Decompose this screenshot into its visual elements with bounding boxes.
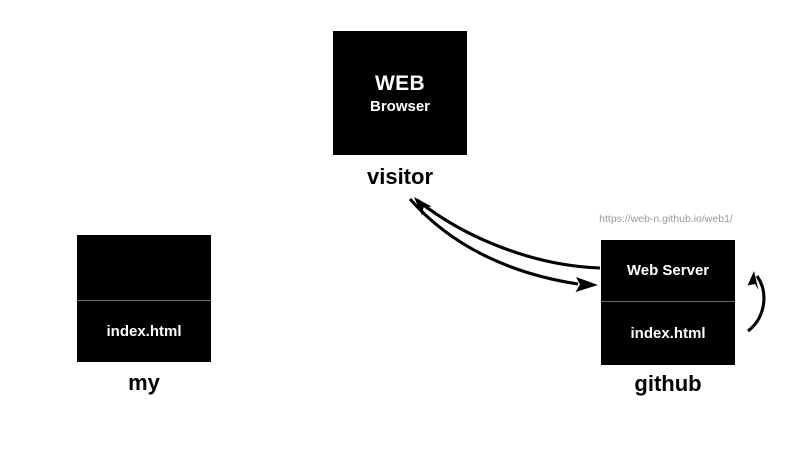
local-machine-box: index.html: [77, 235, 211, 362]
github-caption: github: [634, 371, 702, 396]
local-index-html-label: index.html: [106, 323, 182, 340]
local-caption: my: [128, 370, 160, 395]
local-box-divider: [77, 300, 211, 301]
publish-arrow: [747, 271, 766, 333]
github-index-html-label: index.html: [630, 325, 706, 342]
github-pages-url-label: https://web-n.github.io/web1/: [599, 213, 733, 225]
response-arrow: [414, 197, 601, 270]
web-server-label: Web Server: [626, 262, 710, 279]
browser-label-stack: WEB Browser: [333, 31, 467, 155]
github-box-divider: [601, 301, 735, 302]
browser-subtitle-label: Browser: [369, 97, 431, 115]
request-arrow: [408, 197, 598, 292]
visitor-caption: visitor: [366, 164, 434, 189]
github-host-box: Web Server index.html: [601, 240, 735, 365]
browser-title-label: WEB: [375, 71, 425, 95]
visitor-browser-box: WEB Browser: [333, 31, 467, 155]
local-box-top-cell: [77, 235, 211, 300]
